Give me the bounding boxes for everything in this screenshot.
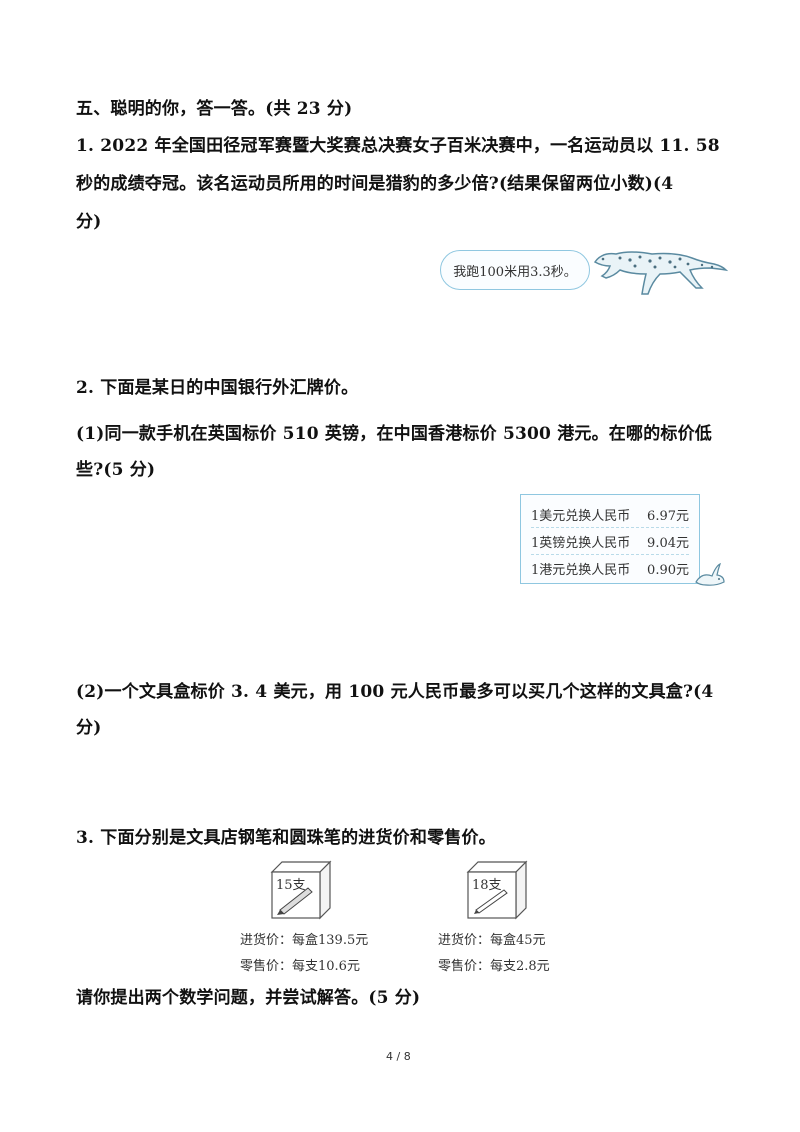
rate-value: 6.97元 — [647, 508, 689, 524]
q1-line-3: 分) — [76, 212, 102, 232]
ballpoint-wholesale-price: 进货价：每盒45元 — [438, 933, 546, 948]
rate-label: 1英镑兑换人民币 — [531, 535, 631, 551]
rate-row-hkd: 1港元兑换人民币 0.90元 — [531, 555, 689, 581]
pen-box-count: 15支 — [276, 878, 306, 893]
page-number: 4 / 8 — [386, 1050, 411, 1063]
cheetah-illustration — [590, 236, 730, 298]
rate-value: 9.04元 — [647, 535, 689, 551]
rate-value: 0.90元 — [647, 562, 689, 578]
cheetah-speech-text: 我跑100米用3.3秒。 — [453, 264, 577, 280]
q3-prompt: 请你提出两个数学问题，并尝试解答。(5 分) — [76, 988, 421, 1008]
cheetah-speech-bubble: 我跑100米用3.3秒。 — [440, 250, 590, 290]
q2-part1-line-1: (1)同一款手机在英国标价 510 英镑，在中国香港标价 5300 港元。在哪的… — [76, 424, 712, 444]
q1-line-2: 秒的成绩夺冠。该名运动员所用的时间是猎豹的多少倍?(结果保留两位小数)(4 — [76, 174, 674, 194]
ballpoint-retail-price: 零售价：每支2.8元 — [438, 959, 550, 974]
q2-part2-line-2: 分) — [76, 718, 102, 738]
q2-part2-line-1: (2)一个文具盒标价 3. 4 美元，用 100 元人民币最多可以买几个这样的文… — [76, 682, 714, 702]
ballpoint-box-count: 18支 — [472, 878, 502, 893]
rate-row-gbp: 1英镑兑换人民币 9.04元 — [531, 528, 689, 555]
q1-line-1: 1. 2022 年全国田径冠军赛暨大奖赛总决赛女子百米决赛中，一名运动员以 11… — [76, 136, 720, 156]
q2-part1-line-2: 些?(5 分) — [76, 460, 156, 480]
pen-wholesale-price: 进货价：每盒139.5元 — [240, 933, 369, 948]
q3-intro: 3. 下面分别是文具店钢笔和圆珠笔的进货价和零售价。 — [76, 828, 496, 848]
ballpoint-box-illustration — [464, 858, 530, 920]
rate-label: 1港元兑换人民币 — [531, 562, 631, 578]
section-title: 五、聪明的你，答一答。(共 23 分) — [76, 99, 353, 119]
rate-label: 1美元兑换人民币 — [531, 508, 631, 524]
rabbit-icon — [692, 560, 728, 588]
pen-box-illustration — [268, 858, 334, 920]
q2-intro: 2. 下面是某日的中国银行外汇牌价。 — [76, 378, 359, 398]
rate-row-usd: 1美元兑换人民币 6.97元 — [531, 501, 689, 528]
pen-retail-price: 零售价：每支10.6元 — [240, 959, 360, 974]
exchange-rate-board: 1美元兑换人民币 6.97元 1英镑兑换人民币 9.04元 1港元兑换人民币 0… — [520, 494, 700, 584]
